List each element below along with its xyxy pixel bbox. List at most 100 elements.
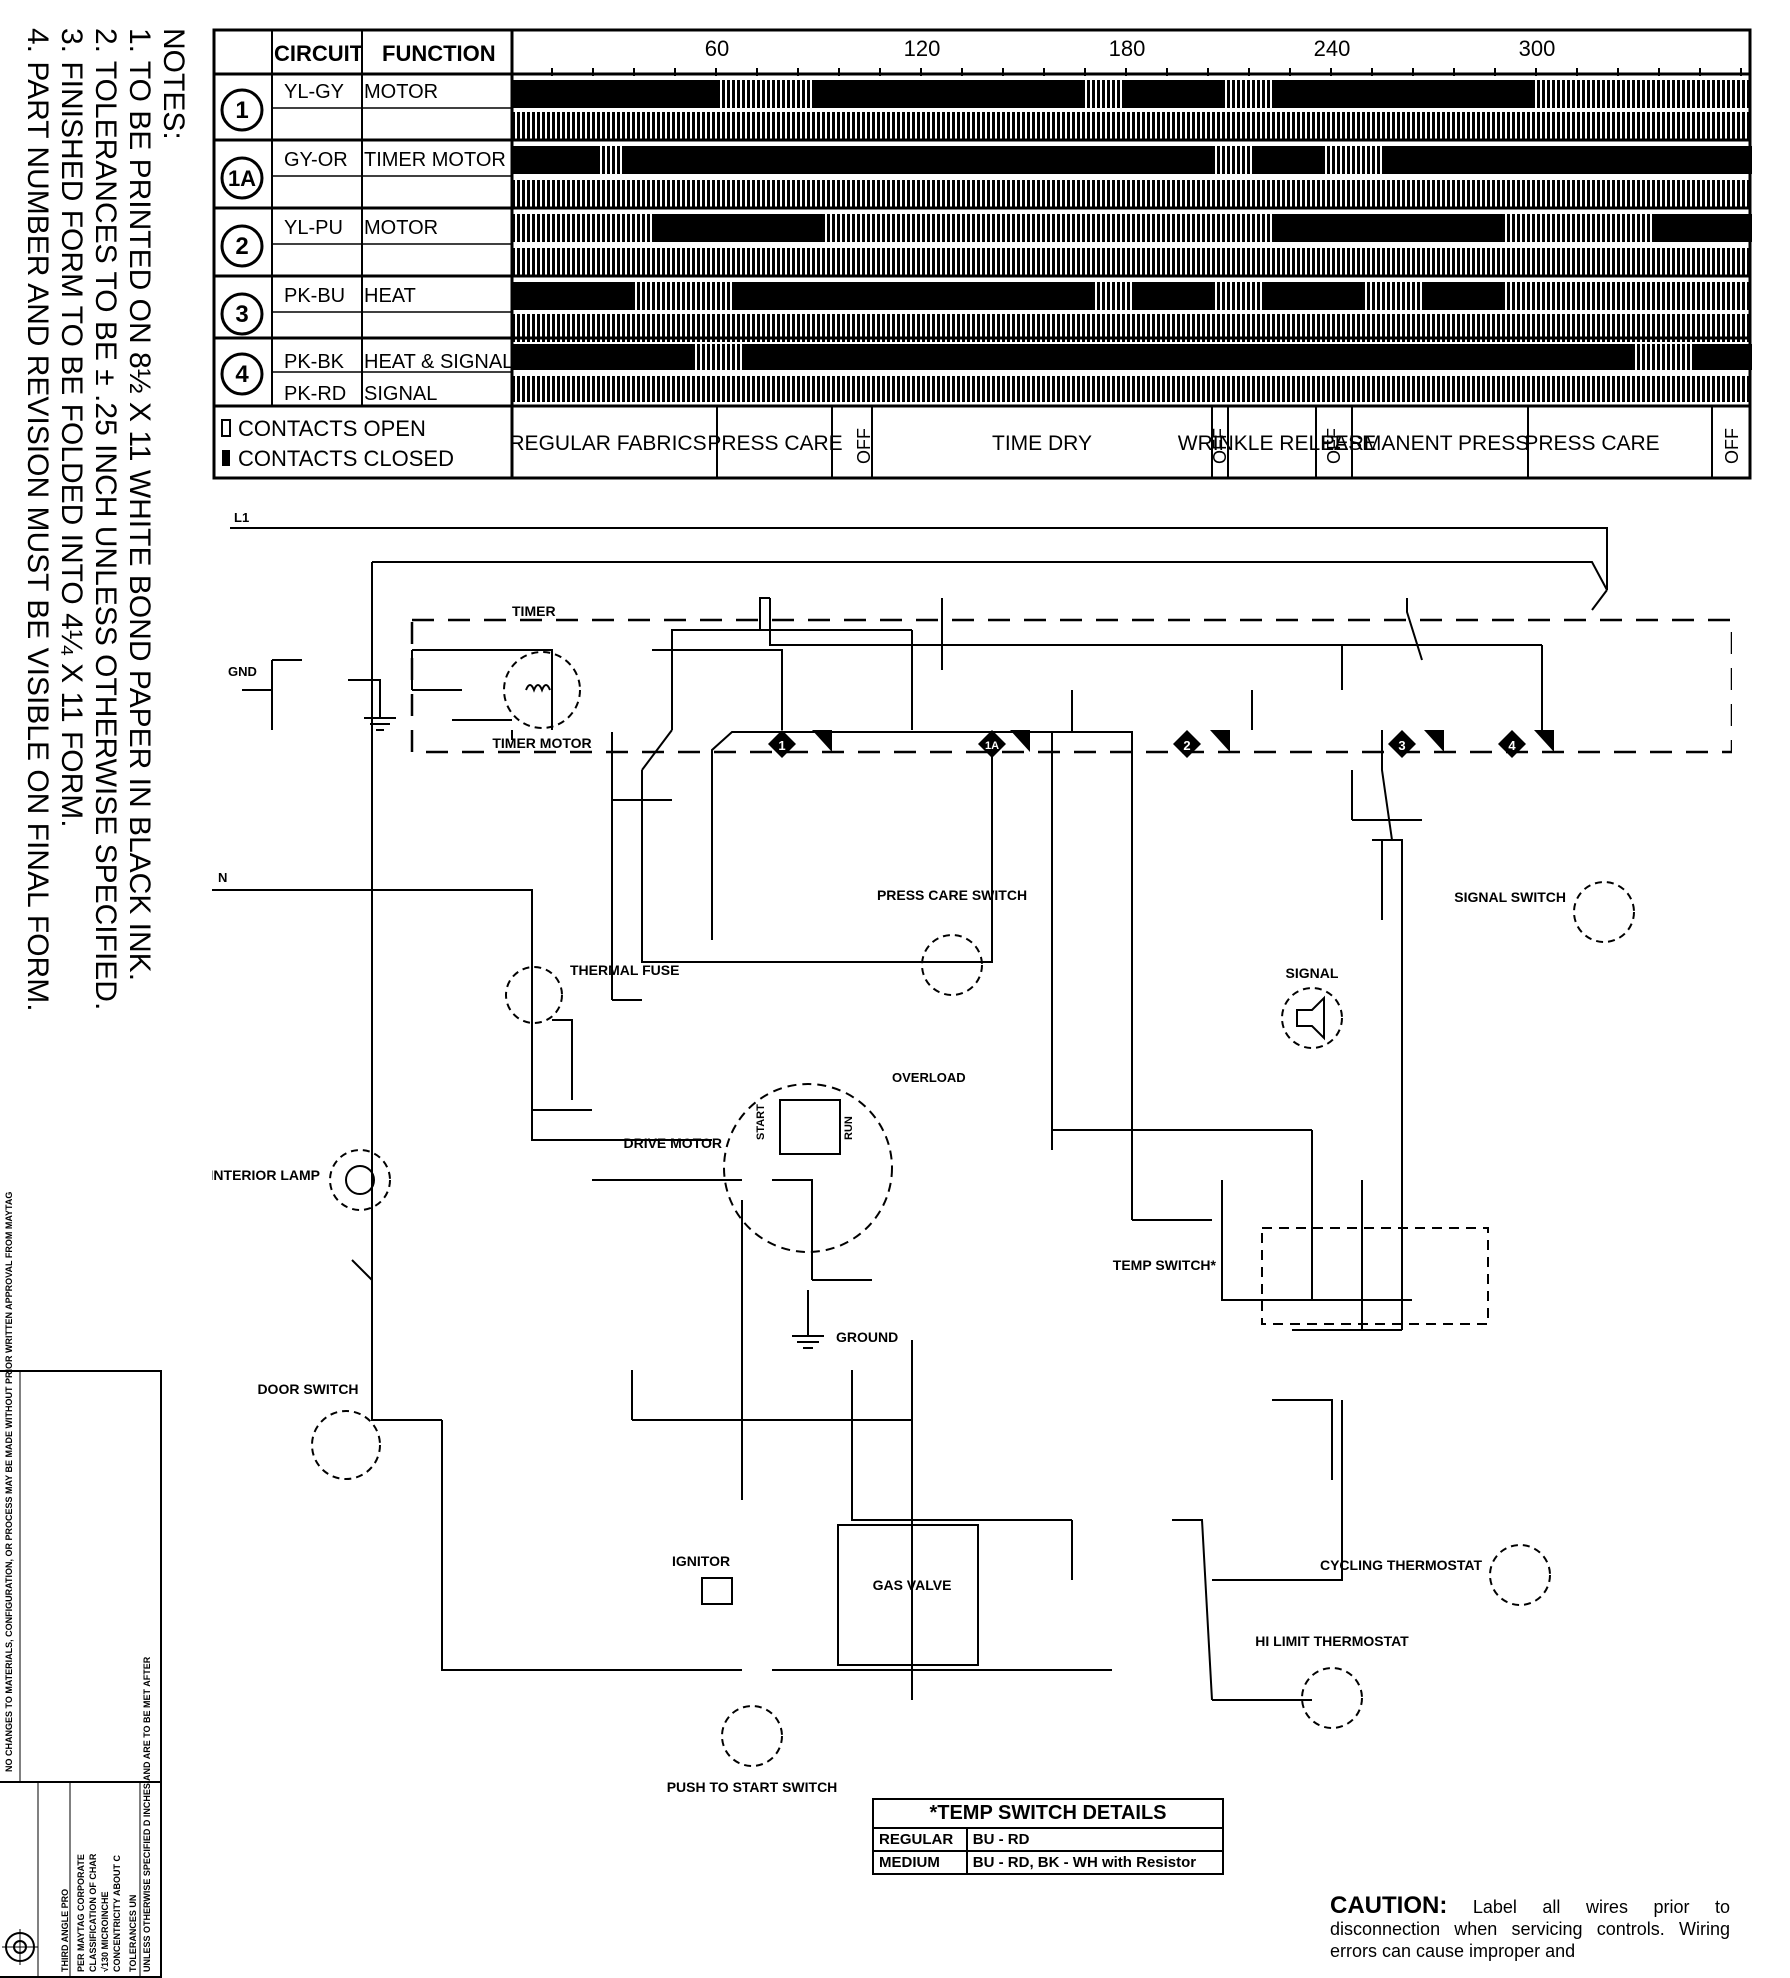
contact-open-tick (1662, 314, 1665, 342)
contact-open-tick (1587, 180, 1590, 208)
push-to-start-circle (721, 1705, 783, 1767)
contact-open-tick (737, 344, 740, 370)
contact-open-tick (982, 112, 985, 140)
contact-open-tick (1342, 112, 1345, 140)
contact-open-tick (682, 376, 685, 402)
contact-open-tick (802, 248, 805, 276)
contact-open-tick (1257, 180, 1260, 208)
contact-open-tick (697, 314, 700, 342)
contact-open-tick (777, 376, 780, 402)
contact-open-tick (1332, 180, 1335, 208)
contact-open-tick (1657, 314, 1660, 342)
contact-open-tick (1047, 376, 1050, 402)
contact-open-tick (1117, 214, 1120, 242)
contact-open-tick (1057, 214, 1060, 242)
contact-open-tick (1517, 248, 1520, 276)
signal-switch: SIGNAL SWITCH (1454, 881, 1635, 943)
contact-open-tick (852, 376, 855, 402)
contact-open-tick (1067, 248, 1070, 276)
contact-open-tick (547, 314, 550, 342)
contact-open-tick (1032, 376, 1035, 402)
contact-open-tick (1647, 112, 1650, 140)
contact-open-tick (782, 80, 785, 108)
contact-open-tick (1227, 80, 1230, 108)
contact-open-tick (1642, 180, 1645, 208)
contact-open-tick (667, 376, 670, 402)
contact-open-tick (842, 180, 845, 208)
contact-open-tick (1192, 248, 1195, 276)
contact-open-tick (842, 376, 845, 402)
contact-open-tick (852, 214, 855, 242)
contact-open-tick (1727, 180, 1730, 208)
contact-open-tick (1332, 112, 1335, 140)
contact-1-label: 1 (778, 738, 785, 753)
contact-open-tick (1522, 314, 1525, 342)
contact-open-tick (1527, 248, 1530, 276)
contact-closed-bar (652, 214, 822, 242)
contact-open-tick (882, 112, 885, 140)
contact-open-tick (1057, 248, 1060, 276)
contact-open-tick (1252, 180, 1255, 208)
contact-open-tick (1142, 314, 1145, 342)
contact-open-tick (887, 376, 890, 402)
contact-open-tick (1302, 376, 1305, 402)
contact-open-tick (1217, 376, 1220, 402)
contact-open-tick (1562, 248, 1565, 276)
circuit-number: 4 (235, 361, 249, 388)
contact-open-tick (1142, 180, 1145, 208)
contact-open-tick (1277, 376, 1280, 402)
contact-open-tick (1732, 248, 1735, 276)
contact-open-tick (1282, 376, 1285, 402)
contact-open-tick (1657, 80, 1660, 108)
contact-open-tick (1622, 112, 1625, 140)
contact-open-tick (852, 180, 855, 208)
contact-open-tick (1462, 376, 1465, 402)
contact-open-tick (702, 314, 705, 342)
contact-closed-bar (1272, 214, 1502, 242)
contact-open-tick (792, 248, 795, 276)
contact-open-tick (1622, 80, 1625, 108)
contact-open-tick (1612, 314, 1615, 342)
contact-open-tick (1472, 248, 1475, 276)
contact-open-tick (1077, 214, 1080, 242)
contact-open-tick (587, 214, 590, 242)
contact-open-tick (617, 248, 620, 276)
contact-open-tick (797, 112, 800, 140)
unless-specified: UNLESS OTHERWISE SPECIFIED D INCHES AND … (142, 1656, 152, 1972)
contact-open-tick (1142, 248, 1145, 276)
contact-open-tick (1057, 376, 1060, 402)
contact-open-tick (982, 180, 985, 208)
contact-open-tick (1427, 112, 1430, 140)
contact-open-tick (847, 180, 850, 208)
contact-open-tick (1417, 282, 1420, 310)
contact-open-tick (987, 112, 990, 140)
contact-open-tick (1697, 80, 1700, 108)
col-function-header: FUNCTION (382, 41, 496, 66)
contact-open-tick (772, 80, 775, 108)
contact-open-tick (1542, 112, 1545, 140)
contact-closed-bar (1252, 146, 1322, 174)
contact-open-tick (1687, 248, 1690, 276)
contact-open-tick (1557, 214, 1560, 242)
contact-open-tick (1167, 248, 1170, 276)
contact-open-tick (597, 214, 600, 242)
contact-open-tick (962, 376, 965, 402)
hi-limit-thermostat-label: HI LIMIT THERMOSTAT (1255, 1633, 1409, 1649)
contact-open-tick (1417, 180, 1420, 208)
contact-open-tick (1237, 180, 1240, 208)
contact-open-tick (612, 376, 615, 402)
contact-open-tick (1642, 214, 1645, 242)
contact-open-tick (1557, 80, 1560, 108)
contact-open-tick (1312, 376, 1315, 402)
contact-open-tick (1237, 80, 1240, 108)
contact-open-tick (1202, 376, 1205, 402)
press-care-switch-circle (921, 934, 983, 996)
contact-open-tick (1637, 112, 1640, 140)
contact-open-tick (1722, 314, 1725, 342)
contact-open-tick (697, 344, 700, 370)
contact-open-tick (942, 112, 945, 140)
contact-open-tick (947, 180, 950, 208)
contact-open-tick (667, 248, 670, 276)
contact-open-tick (892, 214, 895, 242)
contact-open-tick (1332, 248, 1335, 276)
